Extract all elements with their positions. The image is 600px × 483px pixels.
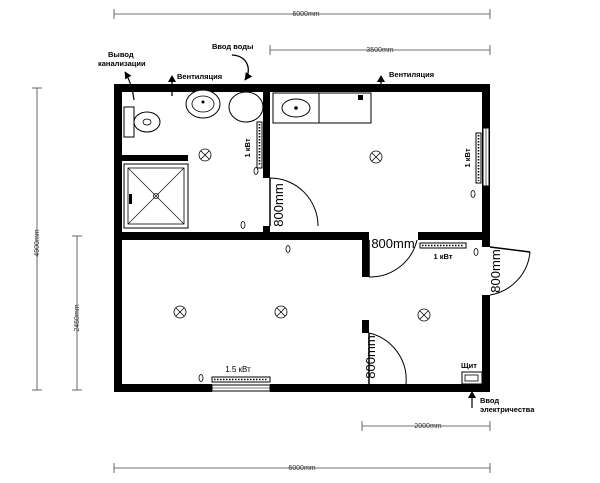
- heater-power-label: 1 кВт: [434, 252, 453, 261]
- water-inlet-label: Ввод воды: [212, 42, 253, 51]
- door-entrance: 800mm: [488, 246, 531, 296]
- heater-right-room: [475, 132, 482, 184]
- dimension-left-total: 4900mm: [32, 87, 42, 391]
- dimension-label: 3500mm: [366, 47, 393, 54]
- electric-panel: [461, 371, 483, 385]
- sewer-outlet-label: Вывод: [108, 50, 134, 59]
- washbasin-bath: [185, 89, 221, 119]
- heater-power-label: 1 кВт: [463, 148, 472, 167]
- heater-power-label: 1.5 кВт: [225, 365, 251, 374]
- dimension-top-partial: 3500mm: [269, 45, 491, 55]
- shower-tray: [123, 163, 189, 229]
- ventilation-label: Вентиляция: [389, 70, 434, 79]
- door-bathroom: 800mm: [269, 177, 319, 227]
- door-width-label: 800mm: [271, 183, 286, 226]
- door-width-label: 800mm: [371, 236, 414, 251]
- ceiling-light: [274, 305, 288, 319]
- dimension-label: 6000mm: [292, 11, 319, 18]
- dimension-label: 2000mm: [414, 423, 441, 430]
- heater-big-room: [211, 376, 271, 383]
- sewer-outlet-label: канализации: [98, 59, 146, 68]
- dimension-bottom-partial: 2000mm: [361, 421, 491, 431]
- dimension-bottom-total: 6000mm: [113, 463, 491, 473]
- dimension-label: 6000mm: [288, 465, 315, 472]
- ventilation-label: Вентиляция: [177, 72, 222, 81]
- kitchen-sink: [272, 92, 320, 124]
- kitchen-counter: [318, 92, 372, 124]
- heater-bath: [256, 121, 263, 169]
- sewer-outlet-arrow-icon: [124, 71, 135, 101]
- window-big-room: [211, 384, 271, 392]
- water-heater: [228, 91, 264, 123]
- walls: [114, 84, 490, 392]
- dimension-label: 4900mm: [34, 229, 41, 256]
- ceiling-light: [417, 308, 431, 322]
- ceiling-light: [173, 305, 187, 319]
- heater-power-label: 1 кВт: [243, 138, 252, 157]
- door-big-room: 800mm: [363, 332, 407, 385]
- water-inlet-arrow-icon: [231, 54, 253, 81]
- switch-icon: [198, 167, 479, 382]
- panel-label: Щит: [461, 361, 477, 370]
- ventilation-arrow-icon: [168, 75, 176, 96]
- power-inlet-arrow-icon: [468, 391, 476, 408]
- dimension-top-total: 6000mm: [113, 9, 491, 19]
- ceiling-light: [198, 148, 212, 162]
- power-inlet-label: Ввод: [480, 396, 499, 405]
- toilet: [123, 106, 161, 138]
- ventilation-arrow-icon: [377, 75, 385, 88]
- ceiling-light: [369, 150, 383, 164]
- door-middle: 800mm: [368, 236, 418, 278]
- power-inlet-label: электричества: [480, 405, 535, 414]
- door-width-label: 800mm: [363, 335, 378, 378]
- dimension-left-partial: 2450mm: [72, 235, 82, 391]
- dimension-label: 2450mm: [74, 304, 81, 331]
- heater-hall: [419, 242, 467, 249]
- door-width-label: 800mm: [488, 249, 503, 292]
- window-right-room: [482, 127, 490, 187]
